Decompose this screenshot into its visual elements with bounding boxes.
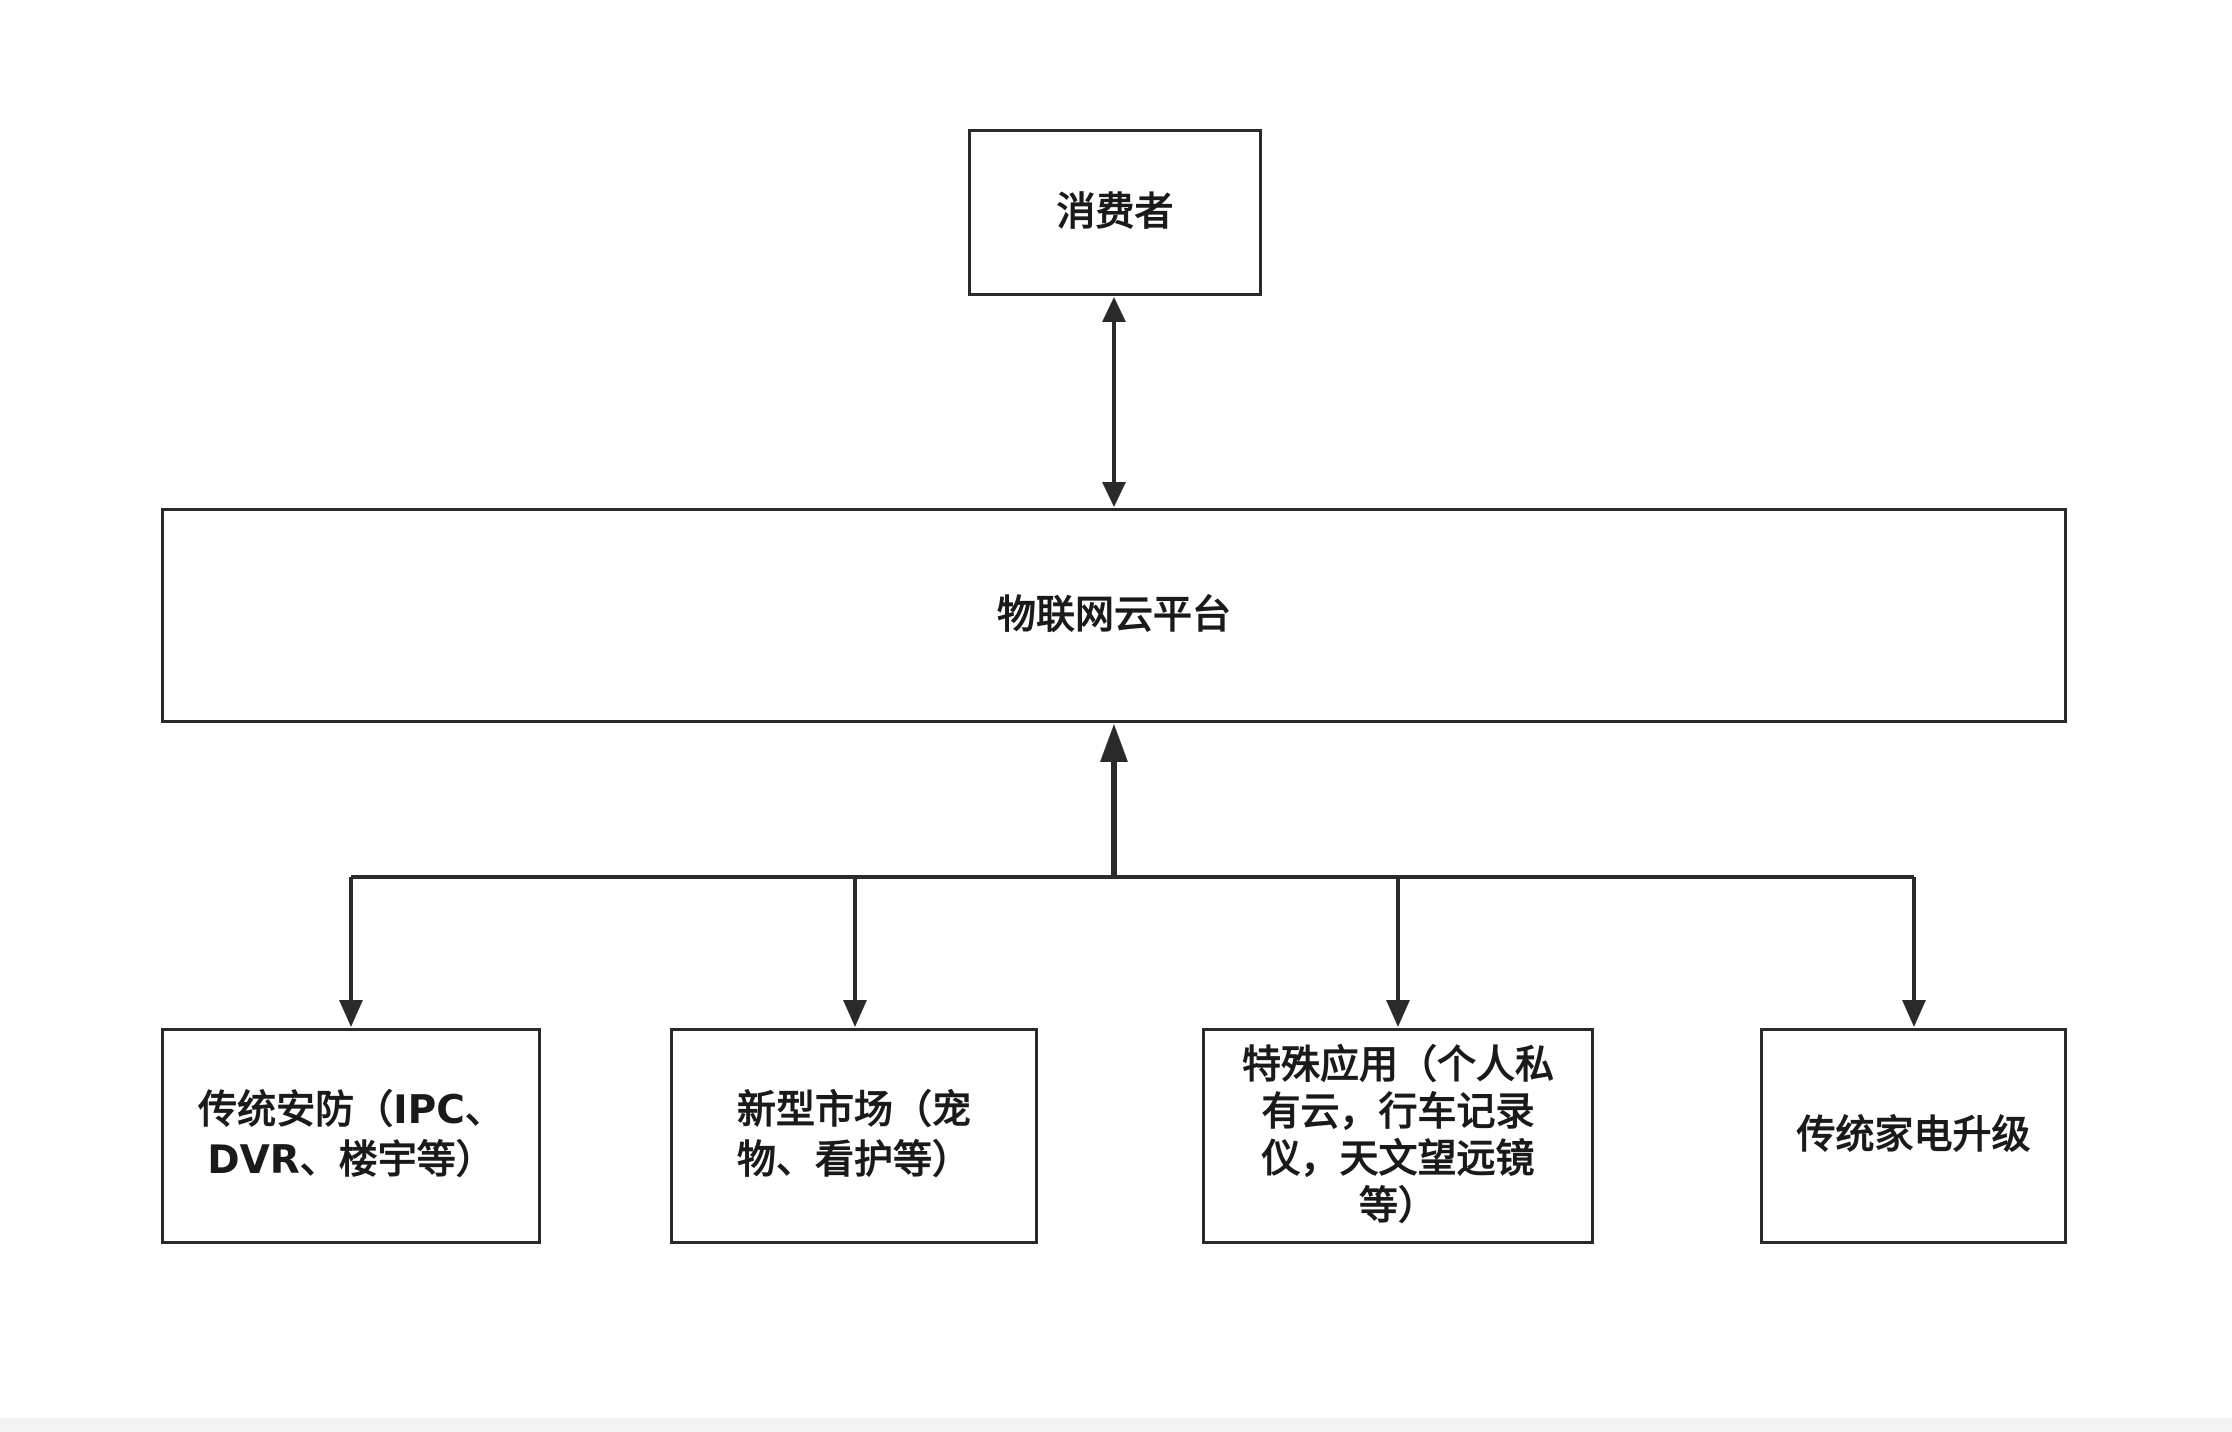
arrowhead-down-appliance [1902, 1000, 1926, 1027]
arrowhead-down-platform [1102, 482, 1126, 507]
node-security-label: 传统安防（IPC、 DVR、楼宇等） [198, 1088, 504, 1183]
arrowhead-up-consumer [1102, 297, 1126, 322]
arrowhead-down-security [339, 1000, 363, 1027]
arrowhead-down-new-market [843, 1000, 867, 1027]
node-traditional-security: 传统安防（IPC、 DVR、楼宇等） [161, 1028, 541, 1244]
node-special-app-label: 特殊应用（个人私 有云，行车记录 仪，天文望远镜 等） [1241, 1043, 1554, 1229]
edge-platform-security [339, 877, 363, 1027]
arrowhead-up-platform [1100, 724, 1128, 762]
edge-platform-special-app [1386, 877, 1410, 1027]
node-iot-cloud-platform: 物联网云平台 [161, 508, 2067, 723]
bottom-edge-strip [0, 1418, 2232, 1432]
edge-platform-appliance [1902, 877, 1926, 1027]
edge-platform-trunk [351, 724, 1914, 879]
node-new-market: 新型市场（宠 物、看护等） [670, 1028, 1038, 1244]
node-appliance-upgrade: 传统家电升级 [1760, 1028, 2067, 1244]
edge-consumer-platform [1102, 297, 1126, 507]
node-appliance-label: 传统家电升级 [1796, 1113, 2031, 1158]
edge-platform-new-market [843, 877, 867, 1027]
node-special-application: 特殊应用（个人私 有云，行车记录 仪，天文望远镜 等） [1202, 1028, 1594, 1244]
node-consumer-label: 消费者 [1056, 189, 1174, 235]
node-platform-label: 物联网云平台 [996, 592, 1231, 638]
arrowhead-down-special-app [1386, 1000, 1410, 1027]
node-new-market-label: 新型市场（宠 物、看护等） [736, 1088, 971, 1183]
node-consumer: 消费者 [968, 129, 1262, 296]
